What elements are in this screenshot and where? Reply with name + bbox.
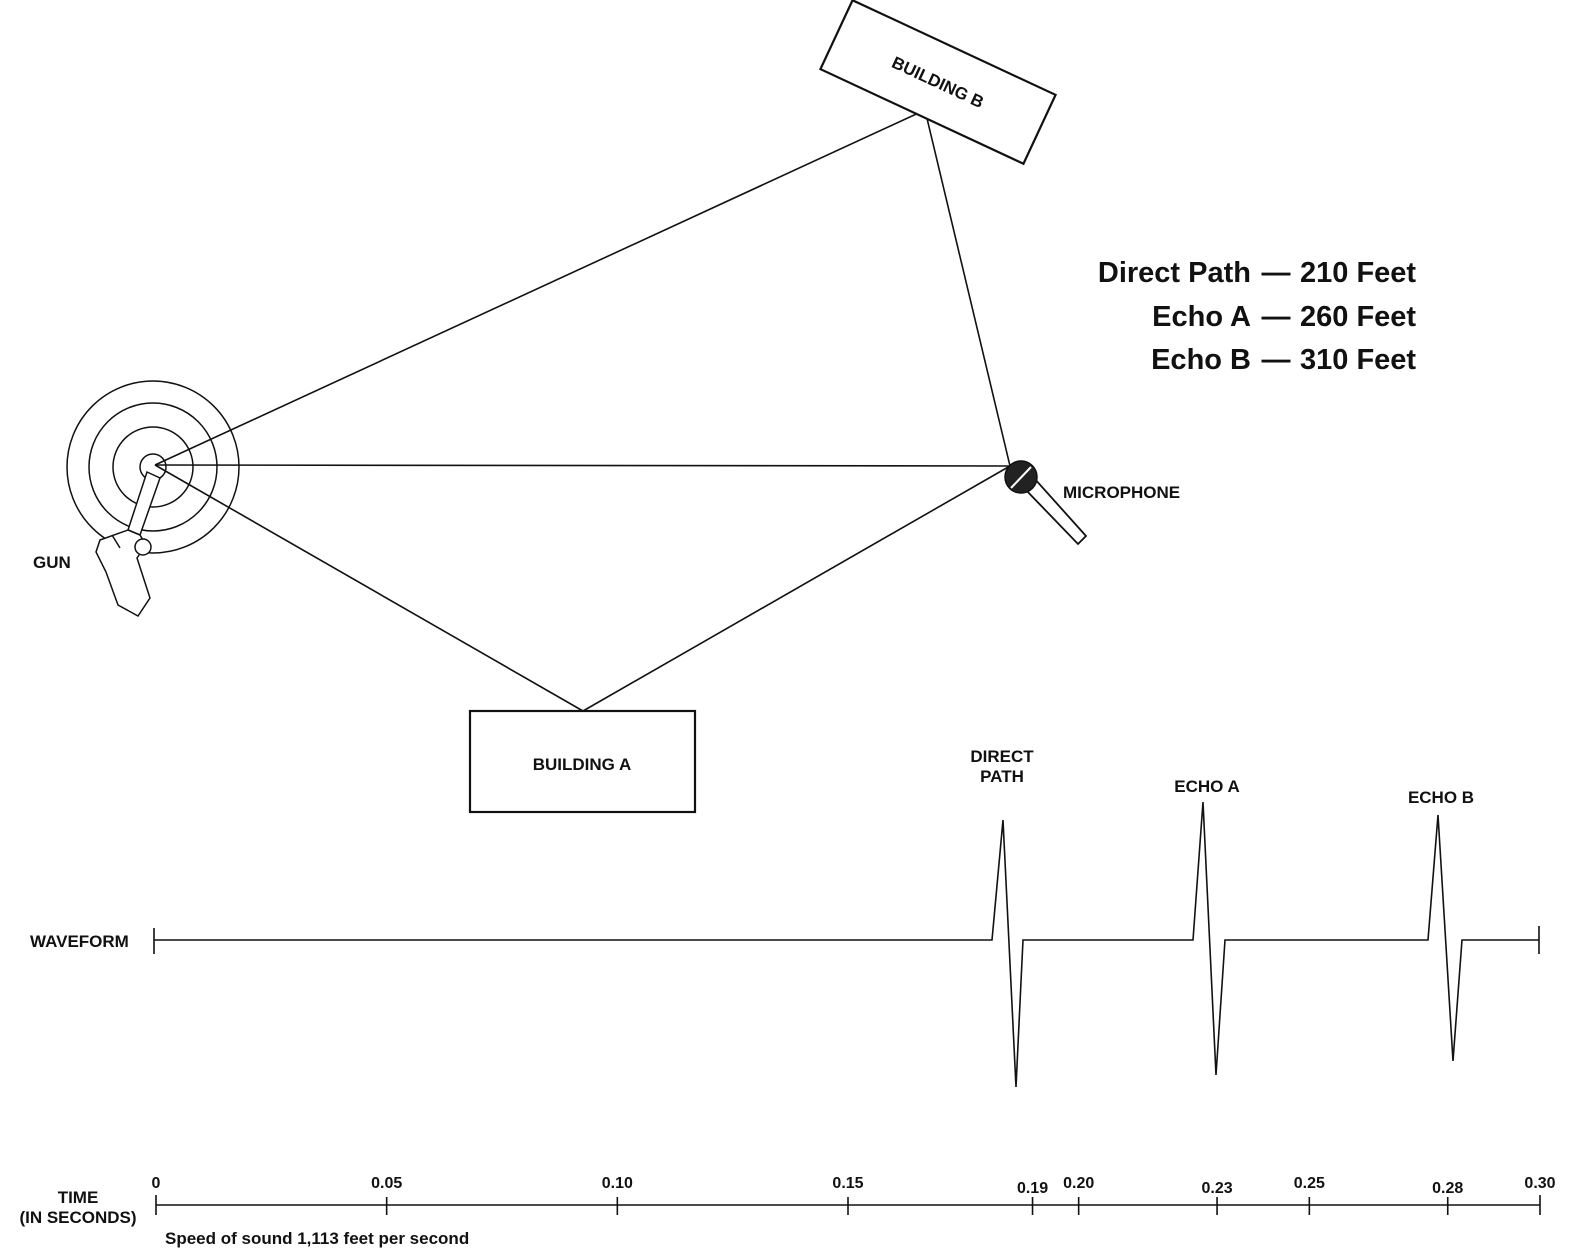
distance-legend: Direct Path — 210 Feet Echo A — 260 Feet… [1098,257,1417,376]
time-tick-label: 0.30 [1524,1175,1555,1192]
waveform-trace [154,802,1539,1087]
legend-echo-b-dash: — [1262,344,1291,376]
time-tick-label: 0.25 [1294,1175,1325,1192]
legend-direct-path-name: Direct Path [1098,257,1251,289]
legend-echo-a-name: Echo A [1152,301,1251,333]
peak-echo-b-label: ECHO B [1408,788,1474,807]
time-axis-label-line1: TIME [58,1188,99,1207]
time-tick-label: 0.19 [1017,1180,1048,1197]
legend-echo-b-name: Echo B [1151,344,1251,376]
legend-echo-a-value: 260 Feet [1300,301,1416,333]
peak-echo-a-label: ECHO A [1174,777,1240,796]
microphone-label: MICROPHONE [1063,483,1180,502]
time-tick-label: 0.23 [1201,1180,1232,1197]
legend-direct-path-value: 210 Feet [1300,257,1416,289]
time-tick-label: 0.10 [602,1175,633,1192]
building-a-label: BUILDING A [533,755,632,774]
building-b: BUILDING B [820,0,1055,164]
time-tick-label: 0.20 [1063,1175,1094,1192]
peak-direct-path-label-line1: DIRECT [970,747,1034,766]
gun-label: GUN [33,553,71,572]
gun-icon [96,472,160,616]
peak-direct-path-label-line2: PATH [980,767,1024,786]
speed-of-sound-note: Speed of sound 1,113 feet per second [165,1229,469,1248]
direct-path-line [155,465,1010,466]
building-a: BUILDING A [470,711,695,812]
microphone-icon [1005,461,1086,544]
echo-a-path-gun-to-building [155,465,583,711]
time-tick-label: 0.28 [1432,1180,1463,1197]
time-axis-ticks: 0 0.05 0.10 0.15 0.19 0.20 0.23 0.25 0.28 0.30 [152,1175,1556,1215]
legend-echo-b-value: 310 Feet [1300,344,1416,376]
legend-echo-a-dash: — [1262,301,1291,333]
time-tick-label: 0 [152,1175,161,1192]
echo-b-path-building-to-mic [925,110,1010,466]
time-tick-label: 0.05 [371,1175,402,1192]
time-axis-label-line2: (IN SECONDS) [19,1208,136,1227]
legend-direct-path-dash: — [1262,257,1291,289]
time-tick-label: 0.15 [832,1175,863,1192]
waveform-label: WAVEFORM [30,932,129,951]
gun-sound-rings [67,381,239,553]
echo-a-path-building-to-mic [583,466,1010,711]
echo-b-path-gun-to-building [155,110,925,465]
